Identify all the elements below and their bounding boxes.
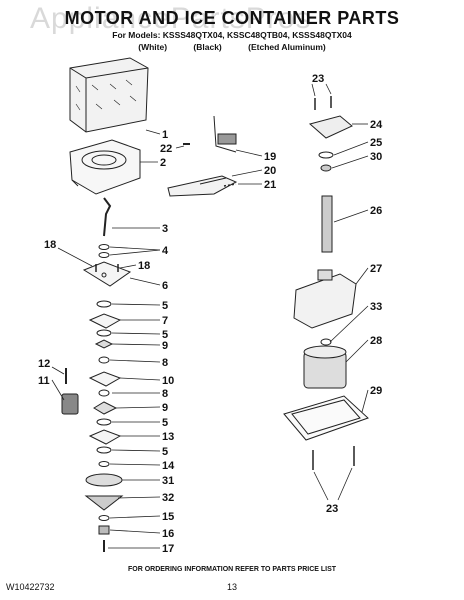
callout-labels: 1 2 3 4 6 5 7 5 9 8 10 8 9 5 13 5 14 31 … <box>38 73 383 555</box>
callout-7: 7 <box>162 315 168 327</box>
callout-11: 11 <box>38 375 50 387</box>
ice-container-part <box>69 57 149 133</box>
callout-26: 26 <box>370 205 382 217</box>
callout-8a: 8 <box>162 357 168 369</box>
callout-10: 10 <box>162 375 174 387</box>
document-code: W10422732 <box>6 582 55 592</box>
finish-black: (Black) <box>193 42 222 52</box>
callout-5c: 5 <box>162 417 168 429</box>
callout-2: 2 <box>160 157 166 169</box>
callout-13: 13 <box>162 431 174 443</box>
callout-28: 28 <box>370 335 382 347</box>
callout-15: 15 <box>162 511 174 523</box>
motor-mount-plate <box>308 115 353 139</box>
washer-part <box>320 164 332 172</box>
callout-17: 17 <box>162 543 174 555</box>
coupler-block-part <box>61 393 79 415</box>
lever-arm-part <box>167 175 238 197</box>
models-line: For Models: KSSS48QTX04, KSSC48QTB04, KS… <box>112 30 352 40</box>
callout-23-bottom: 23 <box>326 503 338 515</box>
callout-5d: 5 <box>162 446 168 458</box>
callout-25: 25 <box>370 137 382 149</box>
leader-lines <box>51 83 369 549</box>
callout-12: 12 <box>38 358 50 370</box>
callout-20: 20 <box>264 165 276 177</box>
callout-6: 6 <box>162 280 168 292</box>
bracket-part <box>213 115 237 153</box>
callout-18a: 18 <box>44 239 56 251</box>
diagram-title: MOTOR AND ICE CONTAINER PARTS <box>64 8 400 28</box>
callout-24: 24 <box>370 119 383 131</box>
callout-3: 3 <box>162 223 168 235</box>
callout-5b: 5 <box>162 329 168 341</box>
callout-23-top: 23 <box>312 73 324 85</box>
finish-labels: (White) (Black) (Etched Aluminum) <box>0 42 464 52</box>
callout-22: 22 <box>160 143 172 155</box>
callout-1: 1 <box>162 129 168 141</box>
drive-shaft-part <box>321 195 333 253</box>
callout-14: 14 <box>162 460 175 472</box>
callout-30: 30 <box>370 151 382 163</box>
callout-9a: 9 <box>162 340 168 352</box>
gasket-part <box>320 338 332 346</box>
finish-white: (White) <box>138 42 168 52</box>
motor-cover-part <box>293 269 357 329</box>
callout-32: 32 <box>162 492 174 504</box>
auger-rod-part <box>103 197 112 237</box>
callout-29: 29 <box>370 385 382 397</box>
callout-27: 27 <box>370 263 382 275</box>
finish-etched: (Etched Aluminum) <box>248 42 326 52</box>
callout-8b: 8 <box>162 388 168 400</box>
bushing-part <box>318 151 334 159</box>
callout-19: 19 <box>264 151 276 163</box>
auger-motor-part <box>303 345 347 389</box>
callout-18b: 18 <box>138 260 150 272</box>
callout-5a: 5 <box>162 300 168 312</box>
auger-frame-part <box>69 139 141 195</box>
callout-4: 4 <box>162 245 169 257</box>
callout-16: 16 <box>162 528 174 540</box>
auger-stack-parts <box>82 244 132 552</box>
page-number: 13 <box>226 582 237 592</box>
callout-33: 33 <box>370 301 382 313</box>
ordering-note: FOR ORDERING INFORMATION REFER TO PARTS … <box>127 566 337 573</box>
motor-plate-part <box>283 395 369 441</box>
callout-21: 21 <box>264 179 276 191</box>
callout-9b: 9 <box>162 402 168 414</box>
callout-31: 31 <box>162 475 174 487</box>
